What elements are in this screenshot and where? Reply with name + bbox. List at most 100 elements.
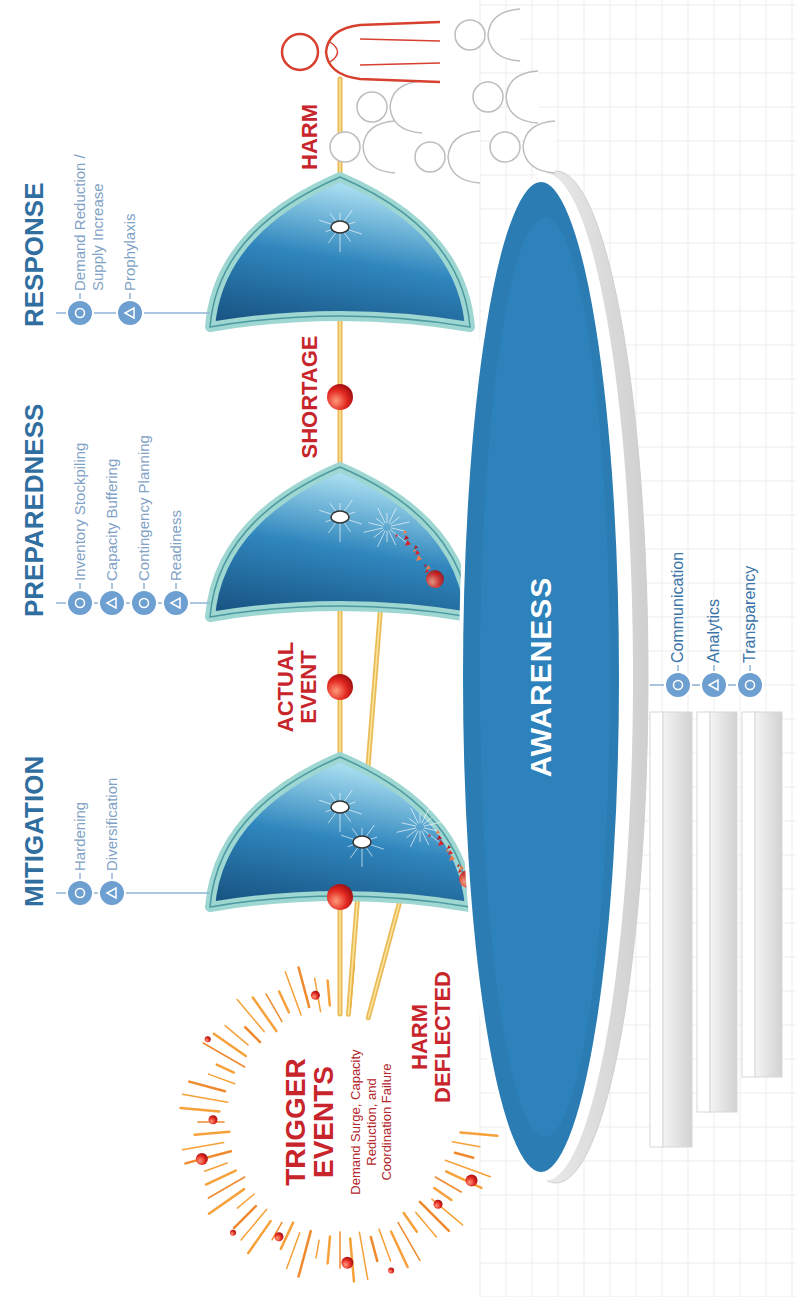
illustration-part <box>125 308 134 318</box>
illustration-part <box>407 829 417 837</box>
illustration-part <box>206 1171 236 1185</box>
illustration-part <box>480 1229 796 1230</box>
illustration-part <box>455 20 485 50</box>
illustration-part <box>99 590 125 616</box>
illustration-part <box>217 1065 234 1073</box>
strategy-icons <box>56 293 763 906</box>
illustration-part <box>674 681 683 690</box>
illustration-part <box>480 175 796 176</box>
illustration-part <box>404 1213 417 1232</box>
illustration-part <box>416 555 422 561</box>
illustration-part <box>746 681 755 690</box>
illustration-part <box>388 1267 394 1273</box>
phase-heading: RESPONSE <box>20 183 49 328</box>
illustration-part <box>330 39 440 65</box>
illustration-part <box>205 1163 228 1171</box>
illustration-part <box>362 846 363 867</box>
illustration-part <box>341 1257 353 1269</box>
illustration-part <box>447 845 451 849</box>
illustration-part <box>326 22 440 82</box>
illustration-part <box>282 34 318 70</box>
illustration-part <box>459 865 464 870</box>
illustration-part <box>225 1026 248 1045</box>
illustration-part <box>67 880 93 906</box>
illustration-part <box>414 545 418 549</box>
illustration-part <box>76 599 85 608</box>
harmed-person <box>282 22 440 82</box>
illustration-part <box>234 1206 256 1228</box>
illustration-part <box>391 1232 407 1267</box>
illustration-part <box>107 598 116 608</box>
illustration-part <box>434 1188 451 1200</box>
illustration-part <box>437 835 442 840</box>
illustration-part <box>415 142 445 172</box>
illustration-part <box>181 1108 220 1111</box>
illustration-part <box>67 300 93 326</box>
illustration-part <box>420 831 421 842</box>
strategy-label: Contingency Planning <box>135 435 153 581</box>
strategy-label: Inventory Stockpiling <box>71 443 89 581</box>
illustration-part <box>389 531 396 545</box>
illustration-part <box>395 534 398 537</box>
illustration-part <box>466 1175 478 1187</box>
illustration-part <box>410 831 418 847</box>
strategy-label: Demand Reduction / Supply Increase <box>71 131 107 291</box>
strategy-label: Communication <box>668 552 687 663</box>
illustration-part <box>403 530 407 534</box>
illustration-part <box>299 967 310 1007</box>
illustration-part <box>448 131 480 183</box>
illustration-part <box>374 529 384 537</box>
strategy-label: Analytics <box>704 599 723 663</box>
strategy-label: Transparency <box>740 566 759 663</box>
illustration-part <box>415 550 420 555</box>
illustration-part <box>371 1237 377 1261</box>
illustration-part <box>376 518 384 524</box>
illustration-part <box>391 528 405 531</box>
illustration-part <box>663 712 692 1147</box>
illustration-part <box>185 1151 230 1163</box>
illustration-part <box>650 712 663 1147</box>
illustration-part <box>423 829 439 842</box>
illustration-part <box>390 81 422 133</box>
illustration-part <box>438 840 444 846</box>
illustration-part <box>245 1027 260 1042</box>
illustration-part <box>340 231 341 252</box>
illustration-part <box>205 1036 211 1042</box>
illustration-part <box>163 590 189 616</box>
illustration-part <box>480 5 796 6</box>
illustration-part <box>359 1232 367 1279</box>
illustration-part <box>210 177 470 327</box>
illustration-part <box>452 1142 480 1147</box>
platform-disk-surface <box>461 180 621 1174</box>
illustration-part <box>331 801 349 813</box>
illustration-part <box>287 1233 300 1269</box>
illustration-part <box>390 529 406 542</box>
illustration-part <box>203 1043 245 1067</box>
illustration-part <box>506 71 538 123</box>
illustration-part <box>237 1194 254 1208</box>
illustration-part <box>363 121 395 173</box>
illustration-part <box>397 828 416 832</box>
event-balls <box>327 384 353 910</box>
illustration-part <box>182 1142 223 1149</box>
illustration-part <box>710 712 737 1112</box>
illustration-part <box>279 991 289 1012</box>
illustration-part <box>327 384 353 410</box>
illustration-part <box>248 1221 270 1253</box>
illustration-part <box>423 817 432 824</box>
illustration-part <box>709 680 718 690</box>
strategy-label: Hardening <box>71 802 89 871</box>
illustration-part <box>424 822 443 826</box>
illustration-part <box>140 599 149 608</box>
illustration-part <box>379 1229 391 1261</box>
illustration-part <box>480 1195 796 1196</box>
outcome-label: HARM DEFLECTED <box>408 967 454 1107</box>
illustration-part <box>253 997 277 1031</box>
illustration-part <box>436 830 440 834</box>
illustration-part <box>742 712 755 1077</box>
illustration-part <box>737 672 763 698</box>
illustration-part <box>387 531 388 542</box>
illustration-part <box>195 1132 230 1135</box>
